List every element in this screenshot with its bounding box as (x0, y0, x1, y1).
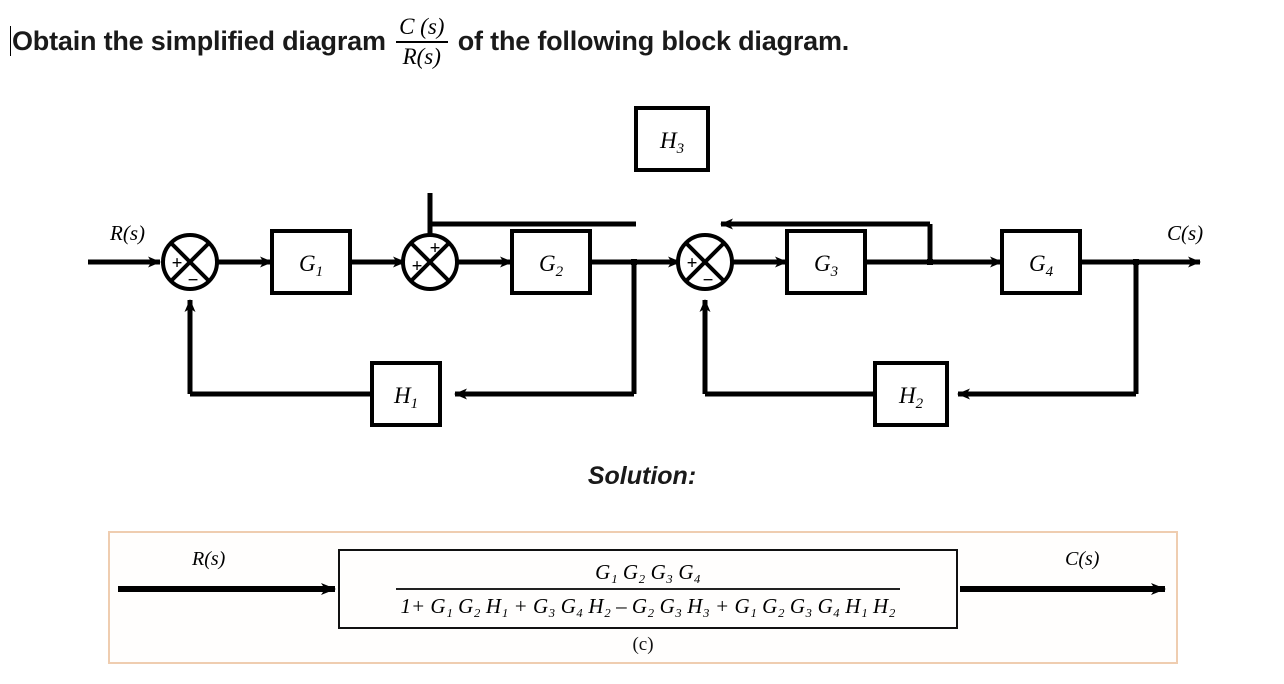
transfer-function-bar (396, 588, 900, 590)
block-h3-sub: 3 (676, 141, 685, 157)
block-diagram: G1 G2 G3 G4 H3 H1 H2 + − + (0, 85, 1284, 455)
fraction-numerator: C (s) (399, 13, 445, 39)
tap-g4-output (1133, 259, 1139, 265)
block-h3: H3 (634, 106, 710, 172)
block-g4: G4 (1000, 229, 1082, 295)
transfer-function-numerator: G₁ G₂ G₃ G₄ (595, 559, 701, 584)
sum1-sign-bottom: − (188, 270, 199, 291)
sum1-sign-left: + (172, 253, 183, 274)
block-g3: G3 (785, 229, 867, 295)
solution-caption: (c) (632, 634, 654, 655)
solution-input-label: R(s) (191, 548, 226, 570)
summing-junction-3: + − (676, 233, 734, 291)
transfer-function-fraction: C (s) R(s) (395, 13, 448, 69)
block-g2: G2 (510, 229, 592, 295)
question-text-after: of the following block diagram. (457, 25, 850, 56)
sum3-sign-bottom: − (703, 270, 714, 291)
block-g4-sub: 4 (1046, 264, 1054, 280)
solution-heading: Solution: (587, 462, 697, 490)
block-g2-sub: 2 (556, 264, 564, 280)
solution-panel: R(s) C(s) G₁ G₂ G₃ G₄ 1+ G₁ G₂ H₁ + G₃ G… (108, 531, 1178, 664)
summing-junction-2: + + (401, 233, 459, 291)
sum2-sign-top: + (430, 238, 441, 259)
tap-g3-output (927, 259, 933, 265)
block-g3-sub: 3 (830, 264, 839, 280)
block-h2: H2 (873, 361, 949, 427)
wire-junction-dots (631, 259, 1139, 265)
block-h1-sub: 1 (411, 396, 419, 412)
question-text-before: Obtain the simplified diagram (12, 25, 386, 56)
diagram-output-label: C(s) (1167, 221, 1203, 245)
question-line: Obtain the simplified diagram C (s) R(s)… (10, 6, 1010, 76)
fraction-denominator: R(s) (402, 44, 441, 69)
sum2-sign-left: + (412, 256, 423, 277)
block-h2-sub: 2 (916, 396, 924, 412)
block-g1-sub: 1 (316, 264, 324, 280)
transfer-function-fraction-solution: G₁ G₂ G₃ G₄ 1+ G₁ G₂ H₁ + G₃ G₄ H₂ – G₂ … (396, 559, 900, 620)
block-h1: H1 (370, 361, 442, 427)
summing-junction-1: + − (161, 233, 219, 291)
text-caret (10, 26, 11, 56)
block-g1: G1 (270, 229, 352, 295)
diagram-input-label: R(s) (109, 221, 145, 245)
fraction-bar (395, 41, 448, 43)
transfer-function-denominator: 1+ G₁ G₂ H₁ + G₃ G₄ H₂ – G₂ G₃ H₃ + G₁ G… (400, 594, 896, 618)
sum3-sign-left: + (687, 253, 698, 274)
tap-g2-output (631, 259, 637, 265)
transfer-function-block: G₁ G₂ G₃ G₄ 1+ G₁ G₂ H₁ + G₃ G₄ H₂ – G₂ … (338, 549, 958, 629)
solution-output-label: C(s) (1065, 548, 1100, 570)
